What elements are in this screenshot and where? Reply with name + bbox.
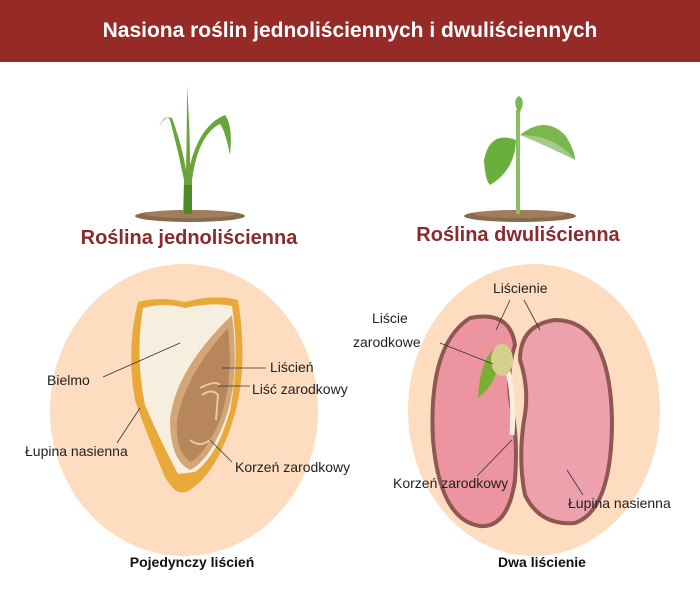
label-plumule-monocot: Liść zarodkowy (252, 381, 348, 397)
label-radicle-monocot: Korzeń zarodkowy (235, 459, 351, 475)
monocot-plant-illustration (135, 86, 245, 222)
dicot-caption: Dwa liścienie (498, 554, 586, 570)
page-title: Nasiona roślin jednoliściennych i dwuliś… (102, 19, 598, 42)
label-cotyledon: Liścień (270, 359, 314, 375)
label-plumule-dicot-line2: zarodkowe (353, 334, 421, 350)
leader-lines (102, 299, 584, 496)
label-endosperm: Bielmo (47, 372, 90, 388)
monocot-seed-illustration (131, 297, 243, 493)
label-plumule-dicot-line1: Liście (372, 310, 408, 326)
dicot-heading: Roślina dwuliścienna (416, 224, 620, 246)
dicot-plant-illustration (464, 96, 576, 222)
monocot-heading: Roślina jednoliścienna (80, 227, 298, 249)
monocot-caption: Pojedynczy liścień (129, 554, 255, 570)
label-radicle-dicot: Korzeń zarodkowy (393, 475, 509, 491)
title-banner: Nasiona roślin jednoliściennych i dwuliś… (0, 0, 700, 62)
dicot-seed-illustration (430, 314, 615, 529)
label-cotyledons: Liścienie (493, 280, 548, 296)
label-seed-coat-monocot: Łupina nasienna (25, 443, 128, 459)
label-seed-coat-dicot: Łupina nasienna (568, 495, 671, 511)
